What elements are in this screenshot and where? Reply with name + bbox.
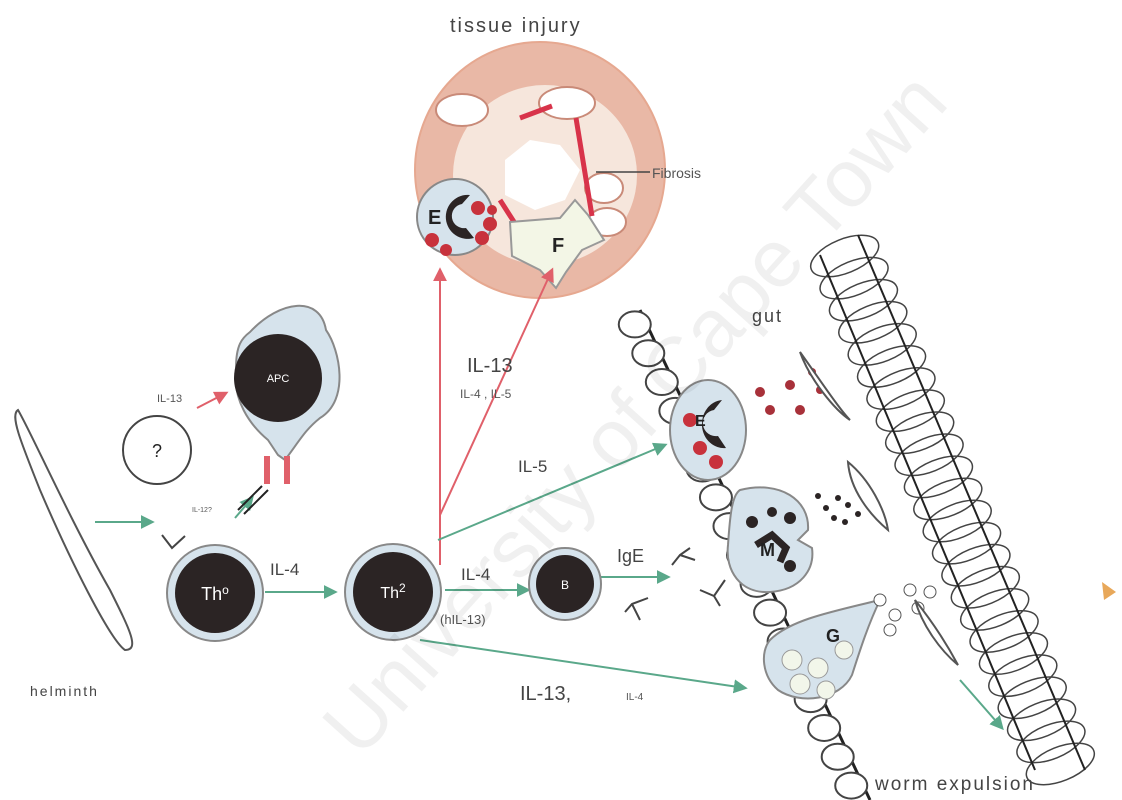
b-cell-label: B — [561, 578, 569, 592]
coil-edge — [820, 255, 1035, 770]
orange-marker — [1102, 582, 1116, 600]
tissue-injury-label: tissue injury — [450, 15, 582, 37]
coil-loop — [833, 293, 912, 351]
apc-label: APC — [267, 373, 290, 385]
il4-il5-top-label: IL-4 , IL-5 — [460, 387, 512, 401]
il13-bottom-label: IL-13, — [520, 683, 571, 705]
unknown-cell-label: ? — [152, 441, 162, 461]
coil-loop — [946, 558, 1025, 616]
il13-top-label: IL-13 — [467, 355, 513, 377]
epithelial-cell — [700, 484, 732, 510]
epithelial-cell — [822, 744, 854, 770]
helminth-label: helminth — [30, 683, 99, 699]
g-gut-label: G — [826, 626, 840, 646]
coil-loop — [936, 536, 1015, 594]
e-injury-label: E — [428, 207, 441, 229]
f-injury-label: F — [552, 235, 564, 257]
coil-loop — [908, 470, 987, 528]
coil-loop — [871, 381, 950, 439]
m-gut-label: M — [760, 540, 775, 560]
coil-edge — [858, 235, 1085, 770]
coiled-worm — [805, 227, 1100, 793]
il13-apc-label: IL-13 — [157, 393, 182, 405]
apc-cell — [234, 306, 340, 484]
epithelial-cell — [835, 773, 867, 799]
epithelial-cell — [808, 715, 840, 741]
coil-loop — [852, 337, 931, 395]
il4-bottom-label: IL-4 — [626, 692, 644, 703]
coil-loop — [824, 271, 903, 329]
fibrosis-label: Fibrosis — [652, 165, 701, 181]
coil-loop — [899, 448, 978, 506]
coil-loop — [861, 359, 940, 417]
il12-label: IL-12? — [192, 507, 212, 514]
worm-expulsion-label: worm expulsion — [874, 774, 1035, 795]
coil-loop — [927, 514, 1006, 572]
e-gut-label: E — [695, 413, 706, 430]
helminth-worm — [15, 410, 132, 650]
coil-loop — [842, 315, 921, 373]
coil-loop — [880, 403, 959, 461]
epithelial-cell — [754, 600, 786, 626]
coil-loop — [889, 426, 968, 484]
ige-label: IgE — [617, 546, 644, 566]
il4-th0-label: IL-4 — [270, 560, 299, 579]
coil-loop — [917, 492, 996, 550]
